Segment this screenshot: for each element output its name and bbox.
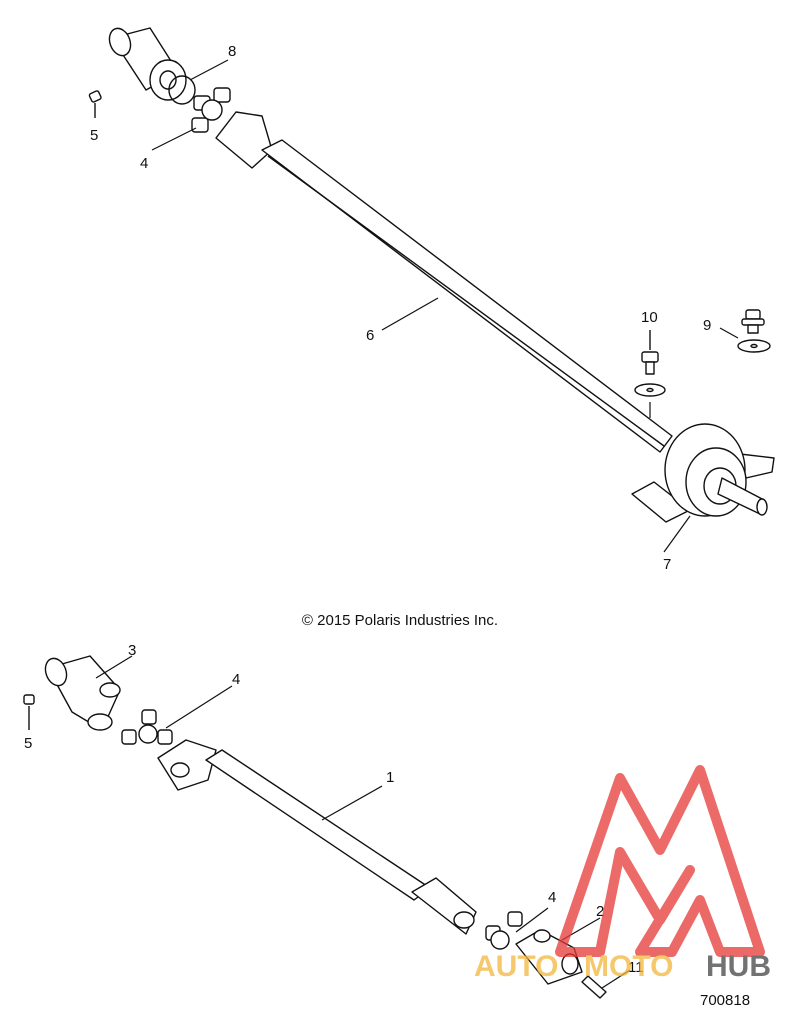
copyright-notice: © 2015 Polaris Industries Inc. (301, 612, 499, 629)
u-joint-cross-part-4-bottom-left (121, 709, 173, 745)
callout-10: 10 (641, 309, 658, 326)
watermark-moto: MOTO (584, 950, 673, 983)
callout-1: 1 (386, 769, 394, 786)
watermark-auto: AUTO (474, 950, 558, 983)
callout-5-top: 5 (90, 127, 98, 144)
grease-fitting-part-5-top (88, 90, 102, 118)
u-joint-cross-part-4-bottom-right (485, 911, 523, 950)
bolt-washer-part-9 (737, 309, 771, 353)
leader-lines (95, 59, 739, 989)
callout-9: 9 (703, 317, 711, 334)
callout-3: 3 (128, 642, 136, 659)
callout-8: 8 (228, 43, 236, 60)
slip-yoke-part-3 (44, 655, 121, 731)
callout-2: 2 (596, 903, 604, 920)
bolt-washer-part-10 (634, 330, 666, 397)
u-joint-cross-part-4-top (191, 87, 231, 133)
watermark-triangle-icon (555, 765, 765, 957)
watermark-hub: HUB (706, 950, 771, 983)
callout-labels: 8 5 4 6 10 9 7 3 4 5 1 4 2 11 (24, 43, 711, 976)
automotohub-watermark: AUTO MOTO HUB (474, 765, 771, 983)
prop-shaft-part-6 (215, 111, 673, 453)
grease-fitting-part-5-bottom (23, 694, 35, 730)
roll-pin-part-11 (581, 975, 607, 999)
callout-7: 7 (663, 556, 671, 573)
callout-4-bottom-left: 4 (232, 671, 240, 688)
callout-5-bottom: 5 (24, 735, 32, 752)
diagram-part-number: 700818 (700, 992, 751, 1009)
slip-yoke-part-8 (108, 27, 196, 105)
callout-4-top: 4 (140, 155, 148, 172)
carrier-bearing-part-7 (631, 423, 775, 523)
callout-11: 11 (628, 959, 644, 976)
callout-6: 6 (366, 327, 374, 344)
callout-4-bottom-right: 4 (548, 889, 556, 906)
front-prop-shaft-part-1 (157, 739, 477, 935)
